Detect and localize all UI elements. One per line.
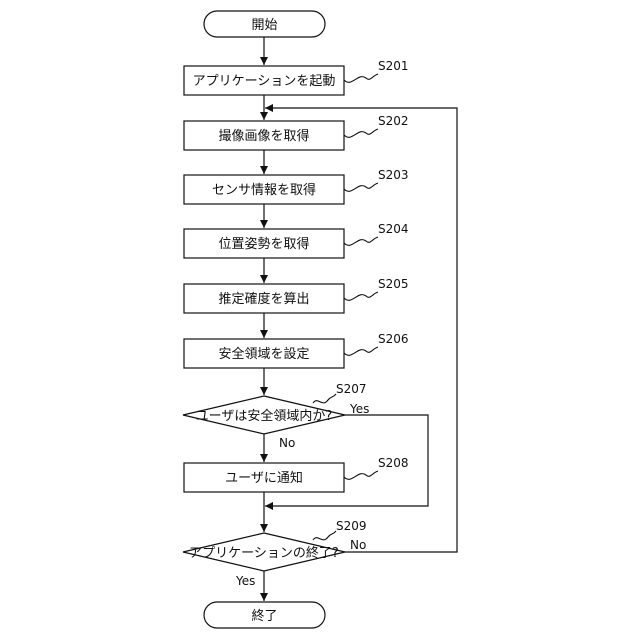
step-s204-label: 位置姿勢を取得 — [218, 236, 309, 252]
step-s205-ref-line — [344, 292, 378, 300]
step-s206-id: S206 — [378, 332, 409, 346]
decision-s209-yes-label: Yes — [235, 574, 255, 588]
step-s201-ref-line — [344, 74, 378, 82]
step-s202-label: 撮像画像を取得 — [218, 128, 309, 144]
step-s203-ref-line — [344, 183, 378, 191]
step-s205-label: 推定確度を算出 — [218, 291, 309, 307]
step-s208-id: S208 — [378, 456, 409, 470]
step-s208-ref-line — [344, 471, 378, 479]
decision-s207-id: S207 — [336, 382, 367, 396]
decision-s207-yes-label: Yes — [349, 402, 369, 416]
decision-s209-ref-line — [313, 531, 336, 540]
decision-s207-label: ユーザは安全領域内か? — [196, 408, 333, 424]
end-label: 終了 — [251, 608, 277, 624]
decision-s209-label: アプリケーションの終了? — [189, 545, 339, 561]
step-s204-id: S204 — [378, 222, 409, 236]
step-s203-label: センサ情報を取得 — [212, 182, 316, 198]
step-s206-ref-line — [344, 347, 378, 355]
step-s205-id: S205 — [378, 277, 409, 291]
start-label: 開始 — [251, 18, 277, 33]
step-s202-ref-line — [344, 129, 378, 137]
decision-s209-no-label: No — [350, 538, 366, 552]
decision-s207-no-label: No — [279, 436, 295, 450]
step-s201-id: S201 — [378, 59, 409, 73]
step-s203-id: S203 — [378, 168, 409, 182]
decision-s209-id: S209 — [336, 519, 367, 533]
step-s202-id: S202 — [378, 114, 409, 128]
decision-s207-ref-line — [313, 394, 336, 403]
step-s208-label: ユーザに通知 — [225, 470, 303, 486]
step-s206-label: 安全領域を設定 — [218, 346, 309, 362]
step-s204-ref-line — [344, 237, 378, 245]
step-s201-label: アプリケーションを起動 — [193, 74, 336, 89]
